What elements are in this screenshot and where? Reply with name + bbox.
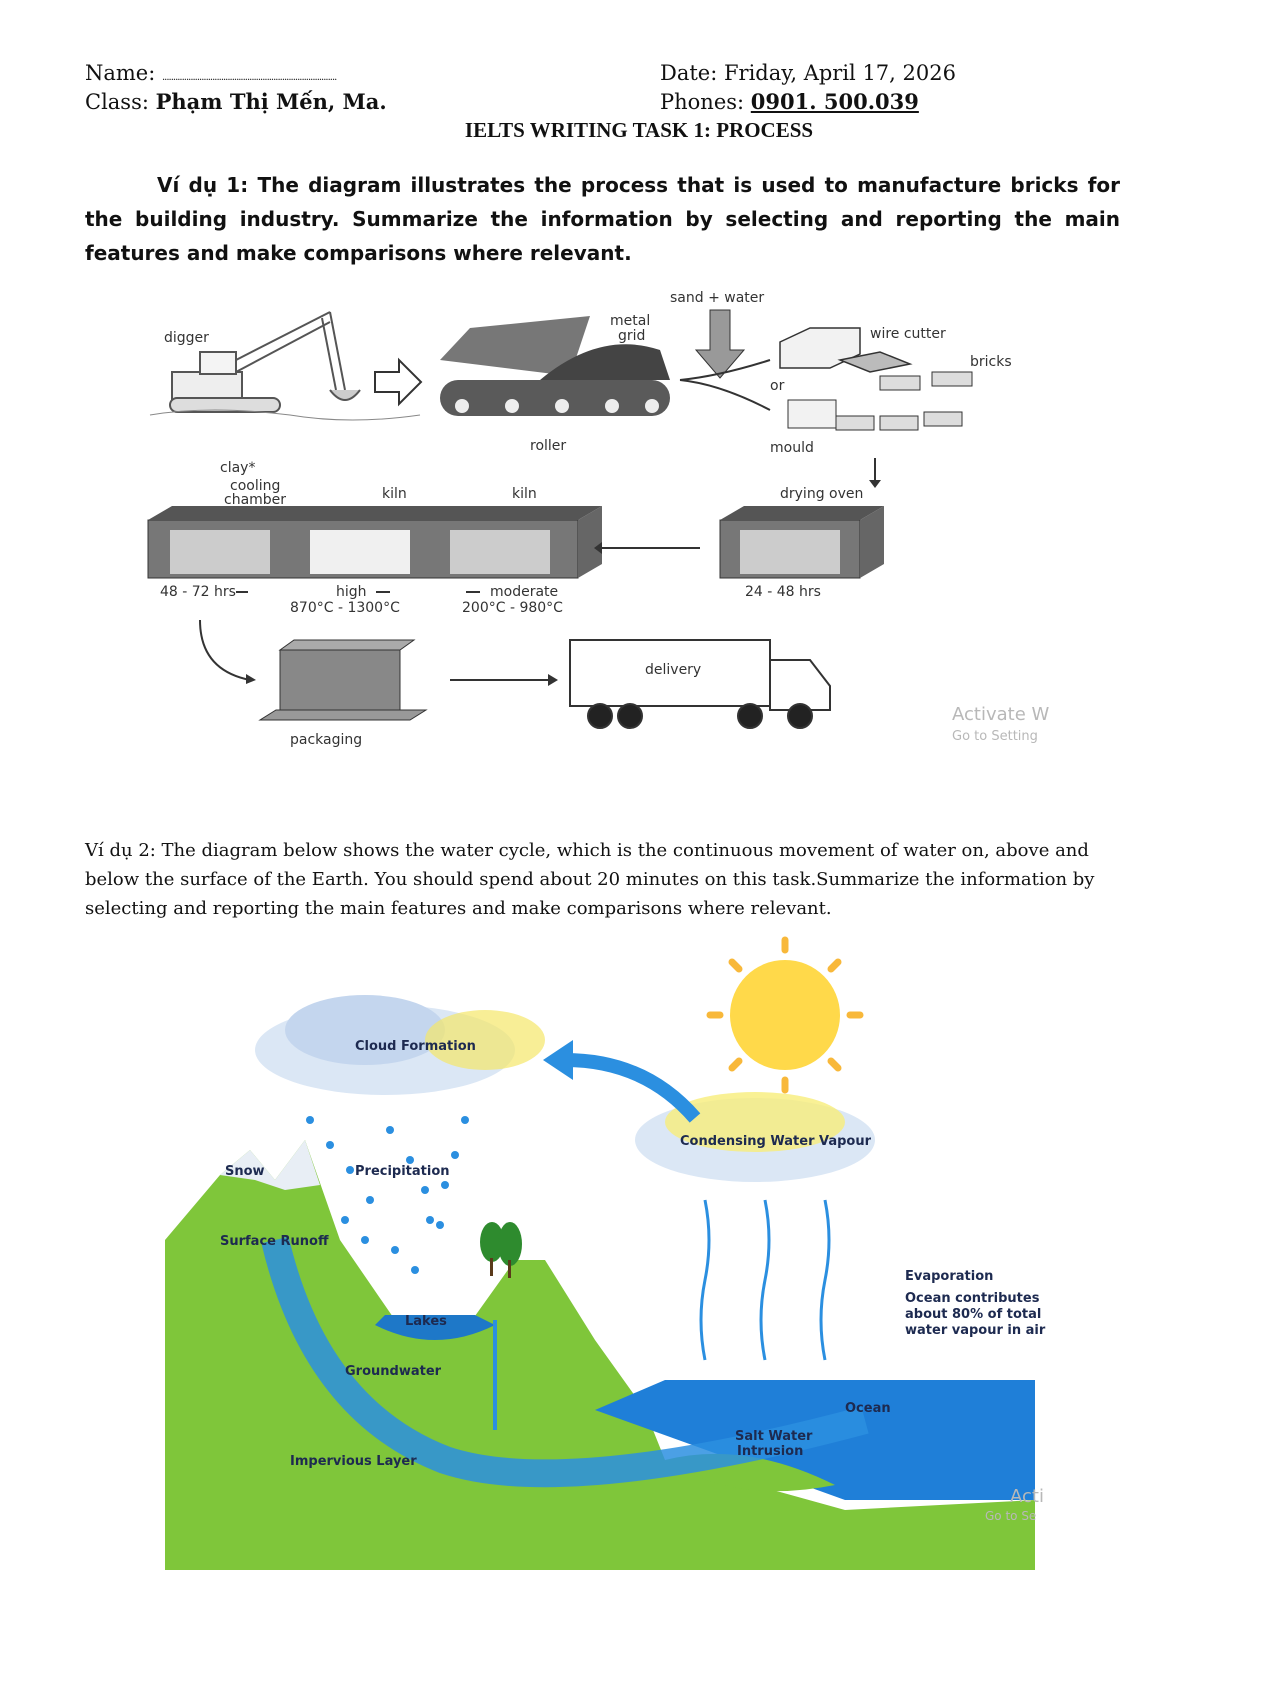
evaporation-arrows [699,1199,831,1361]
label-groundwater: Groundwater [345,1364,442,1379]
brick-process-diagram: digger clay* metal grid roller sand + wa… [147,290,1049,748]
label-evap-3: water vapour in air [905,1323,1046,1338]
label-or: or [770,378,785,394]
down-arrow-icon [694,309,746,379]
process-arrow-icon [374,357,423,407]
wire-cutter-icon [779,327,913,373]
label-wire-cutter: wire cutter [870,326,946,342]
example1-prompt: Ví dụ 1: The diagram illustrates the pro… [85,173,1120,265]
label-snow: Snow [225,1164,265,1179]
digger-icon [169,311,361,413]
sun-icon [706,936,864,1094]
label-evap-1: Ocean contributes [905,1291,1040,1306]
label-moderate: moderate [490,584,558,600]
label-sand-water: sand + water [670,290,764,306]
label-high-temp: 870°C - 1300°C [290,600,400,616]
label-clay: clay* [220,460,255,476]
class-label: Class: [85,90,149,114]
roller-icon [440,316,670,416]
label-condensing: Condensing Water Vapour [680,1134,872,1149]
rain-drops [306,1116,469,1274]
label-metal: metal [610,313,650,329]
label-intrusion: Intrusion [737,1444,803,1459]
label-impervious: Impervious Layer [290,1454,417,1469]
name-line: Name: ..................................… [85,59,337,92]
label-drying-oven: drying oven [780,486,863,502]
page-title: IELTS WRITING TASK 1: PROCESS [464,118,814,142]
label-time-cool: 48 - 72 hrs [160,584,236,600]
watermark-text-4: Go to Se [985,1509,1036,1523]
label-high: high [336,584,367,600]
label-grid: grid [618,328,645,344]
label-lakes: Lakes [405,1314,447,1329]
example2-prompt: Ví dụ 2: The diagram below shows the wat… [85,840,1095,919]
label-cooling: cooling [230,478,280,494]
cloud-formation-icon [255,995,545,1095]
label-bricks: bricks [970,354,1012,370]
label-evaporation: Evaporation [905,1269,993,1284]
label-precipitation: Precipitation [355,1164,450,1179]
packaging-icon [258,639,428,721]
condensing-cloud-icon [635,1092,875,1182]
trees-icon [480,1222,522,1278]
kiln-block [147,506,602,579]
watermark-text-2: Go to Setting [952,729,1038,744]
label-kiln-2: kiln [512,486,537,502]
name-label: Name: [85,61,156,85]
label-moderate-temp: 200°C - 980°C [462,600,563,616]
date-text: Date: Friday, April 17, 2026 [660,61,956,85]
water-cycle-diagram: Cloud Formation Condensing Water Vapour … [165,936,1046,1570]
label-delivery: delivery [645,662,701,678]
label-chamber: chamber [224,492,286,508]
label-packaging: packaging [290,732,362,748]
watermark-text-1: Activate W [952,704,1049,725]
delivery-truck-icon [569,639,831,729]
lake-shape [375,1315,495,1340]
label-roller: roller [530,438,566,454]
name-dots: ........................................… [162,72,337,83]
label-kiln-1: kiln [382,486,407,502]
label-surface-runoff: Surface Runoff [220,1234,329,1249]
phones-label: Phones: [660,90,745,114]
label-evap-2: about 80% of total [905,1307,1041,1322]
phones-value: 0901. 500.039 [750,89,919,114]
label-mould: mould [770,440,814,456]
bricks-icon [835,371,973,431]
class-line: Class: Phạm Thị Mến, Ma. [85,88,387,116]
phones-line: Phones: 0901. 500.039 [660,88,919,116]
mould-icon [787,399,837,429]
class-value: Phạm Thị Mến, Ma. [155,89,387,114]
label-time-dry: 24 - 48 hrs [745,584,821,600]
label-digger: digger [164,330,209,346]
label-salt-water: Salt Water [735,1429,813,1444]
drying-oven-block [719,506,884,579]
label-cloud-formation: Cloud Formation [355,1039,476,1054]
watermark-text-3: Acti [1010,1486,1044,1507]
label-ocean: Ocean [845,1401,891,1416]
